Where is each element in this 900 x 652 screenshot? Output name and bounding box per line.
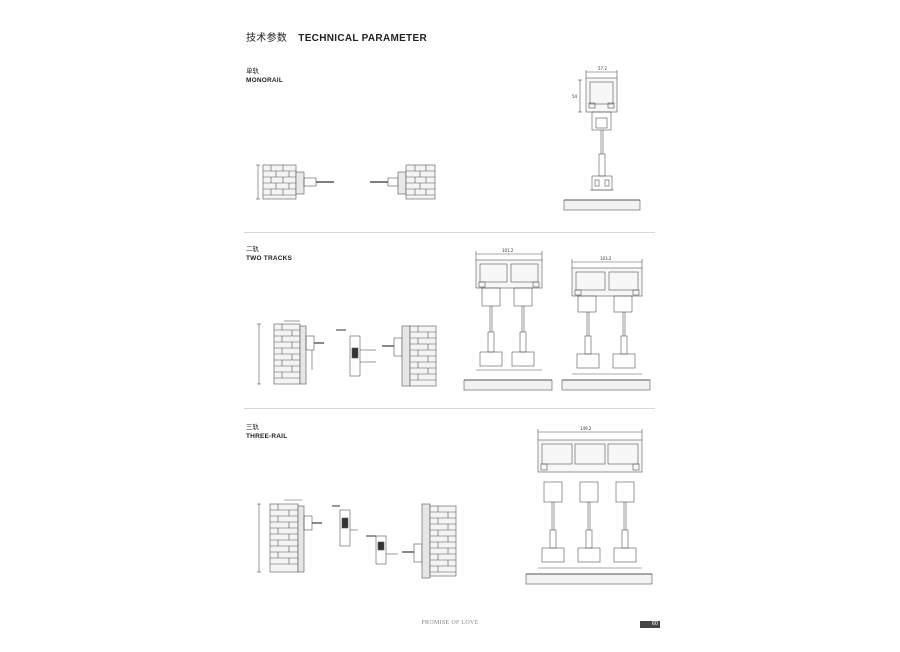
section-label-en: MONORAIL [246,77,283,84]
monorail-cross-section: 57.2 54 [563,66,641,211]
section-label-en: TWO TRACKS [246,255,293,262]
section-divider [244,408,655,409]
monorail-height-label: 54 [572,94,578,99]
section-heading-three-rail: 三轨 THREE-RAIL [246,423,287,441]
section-label-cn: 二轨 [246,245,259,253]
two-tracks-width-a-label: 101.2 [502,248,514,253]
page-title-cn: 技术参数 [246,33,288,44]
two-tracks-cross-section-b: 103.2 [561,256,651,391]
three-rail-cross-section: 149.2 [525,426,653,585]
three-rail-width-label: 149.2 [580,426,592,431]
monorail-side-view-right [370,164,436,200]
two-tracks-side-view-right [382,325,437,387]
three-rail-side-view-left [257,499,322,573]
page-number: 60 [640,621,660,628]
two-tracks-cross-section-a: 101.2 [463,248,553,391]
three-rail-side-view-right [402,503,457,579]
monorail-width-label: 57.2 [598,66,607,71]
section-heading-two-tracks: 二轨 TWO TRACKS [246,245,292,263]
two-tracks-side-view-middle [336,329,376,377]
section-divider [244,232,655,233]
three-rail-side-view-middle-b [366,535,398,565]
section-label-cn: 三轨 [246,423,259,431]
two-tracks-width-b-label: 103.2 [600,256,612,261]
three-rail-side-view-middle-a [332,505,358,547]
monorail-side-view-left [256,164,334,200]
page-title: 技术参数 TECHNICAL PARAMETER [246,29,427,44]
section-label-en: THREE-RAIL [246,433,288,440]
section-heading-monorail: 单轨 MONORAIL [246,67,283,85]
footer-brand: PROMISE OF LOVE [421,620,479,626]
two-tracks-side-view-left [257,320,324,385]
section-label-cn: 单轨 [246,67,259,75]
page-title-en: TECHNICAL PARAMETER [298,33,427,44]
